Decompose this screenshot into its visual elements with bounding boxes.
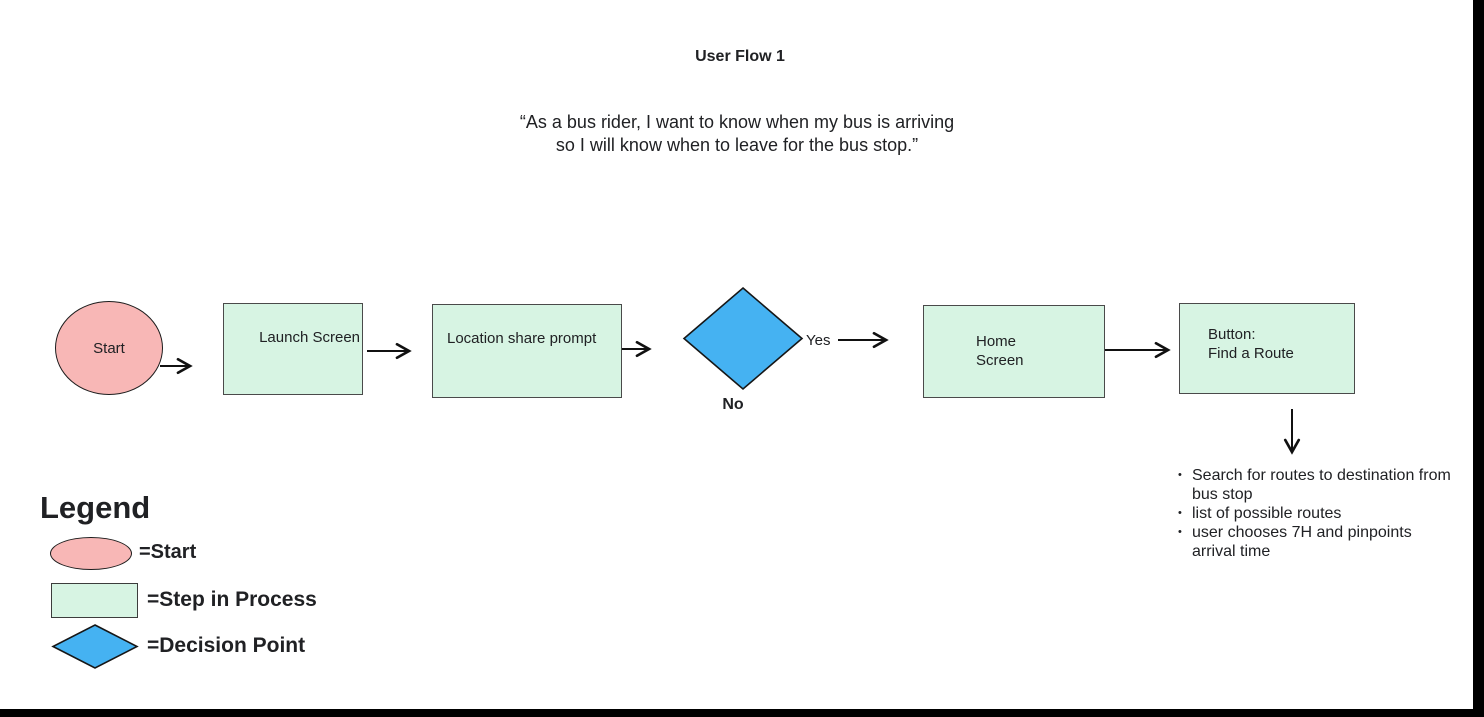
legend-decision-label: =Decision Point [147,634,306,657]
step-launch-screen: Launch Screen [223,303,363,395]
frame-bottom-bar [0,709,1484,717]
legend-start-label: =Start [139,541,197,563]
route-notes-list: Search for routes to destination from bu… [1176,466,1458,561]
user-story-quote: “As a bus rider, I want to know when my … [437,111,1037,157]
quote-line-2: so I will know when to leave for the bus… [555,135,919,155]
page-title: User Flow 1 [695,48,785,65]
step-home-screen: Home Screen [923,305,1105,398]
route-note-item: Search for routes to destination from bu… [1176,466,1458,504]
decision-yes-label: Yes [806,332,831,349]
start-node: Start [55,301,163,395]
start-node-label: Start [93,339,125,357]
frame-right-bar [1473,0,1484,717]
decision-diamond [682,286,804,391]
decision-no-label: No [722,396,744,413]
step-location-share-prompt-label: Location share prompt [447,330,597,347]
route-note-item: user chooses 7H and pinpoints arrival ti… [1176,523,1458,561]
step-location-share-prompt: Location share prompt [432,304,622,398]
legend-start-ellipse-icon [50,537,132,570]
step-find-a-route-button-label: Button: Find a Route [1208,326,1294,362]
step-find-a-route-button: Button: Find a Route [1179,303,1355,394]
legend-decision-diamond-icon [51,624,139,669]
route-note-item: list of possible routes [1176,504,1458,523]
quote-line-1: “As a bus rider, I want to know when my … [519,112,955,132]
step-home-screen-label: Home Screen [976,333,1024,369]
legend-step-rect-icon [51,583,138,618]
legend-step-label: =Step in Process [147,588,317,611]
step-launch-screen-label: Launch Screen [259,329,360,346]
legend-title: Legend [40,490,151,525]
